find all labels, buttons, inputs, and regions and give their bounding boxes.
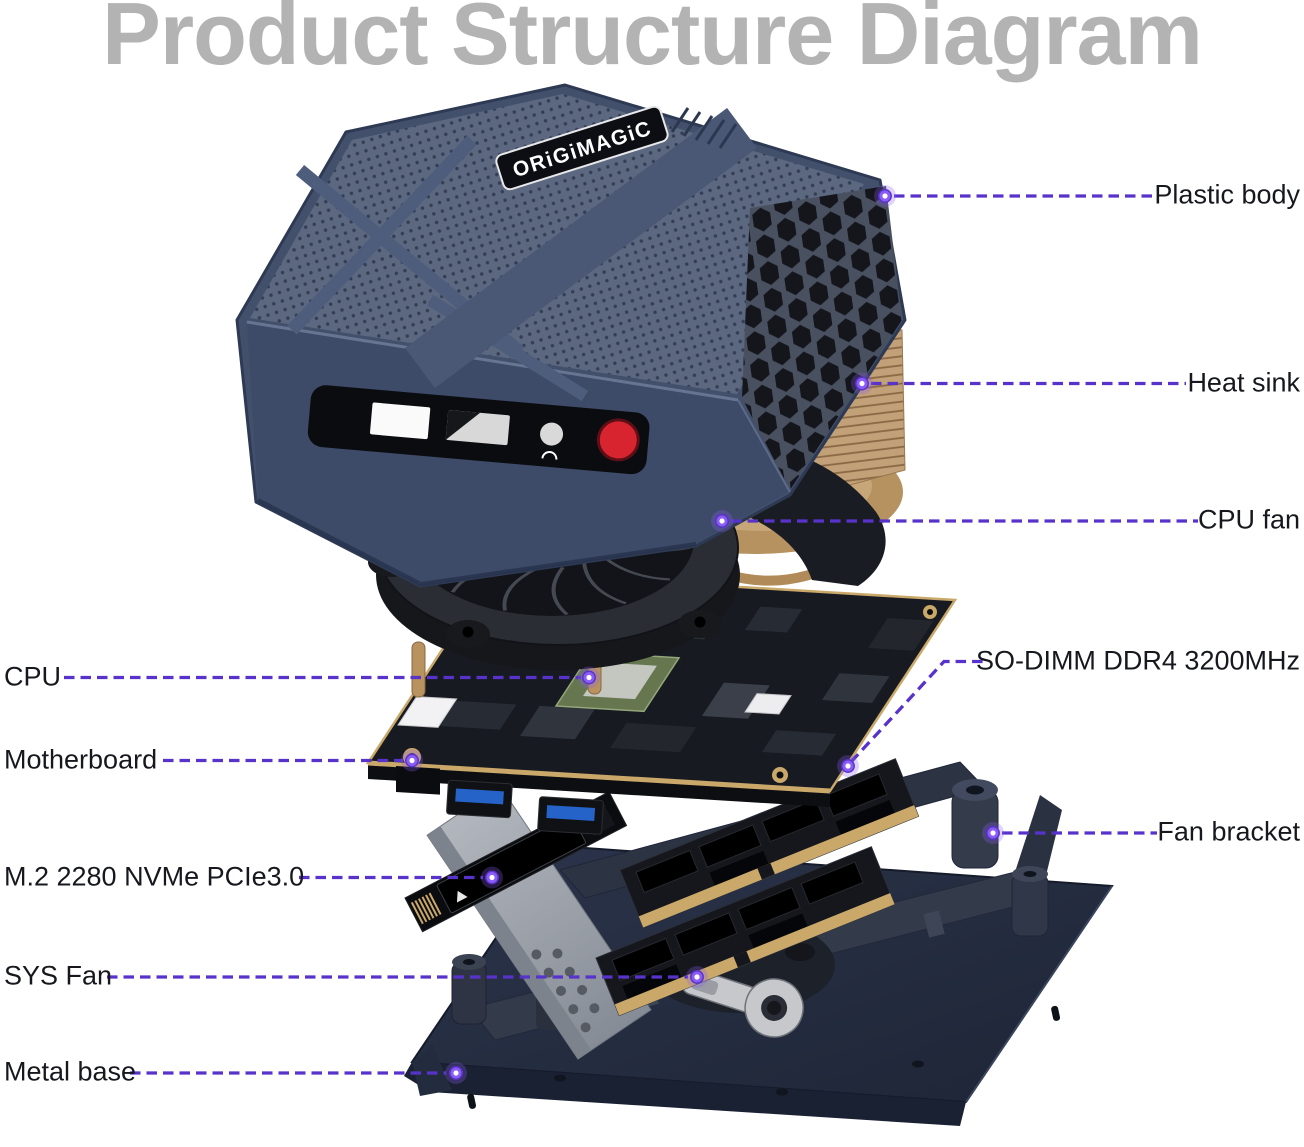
bracket-post [451, 954, 487, 1025]
plastic-body-illustration: ORiGiMAGiC [235, 83, 907, 588]
callout-label-motherboard: Motherboard [4, 744, 158, 775]
callout-dot-cpu-fan [711, 510, 733, 532]
callout-dot-sys-fan [686, 966, 708, 988]
callout-dot-metal-base [445, 1062, 467, 1084]
callout-dot-m2-ssd [481, 866, 503, 889]
bracket-post [951, 779, 999, 869]
callout-dot-cpu [578, 666, 600, 689]
leader-lines [64, 194, 1198, 1075]
callout-label-cpu: CPU [4, 661, 62, 692]
callout-dot-motherboard [401, 749, 423, 772]
motherboard-chips [440, 606, 934, 756]
callout-label-m2-ssd: M.2 2280 NVMe PCIe3.0 [4, 861, 305, 892]
callout-dot-plastic-body [874, 185, 896, 207]
callout-dots [401, 185, 1004, 1084]
usb-ports [446, 779, 604, 835]
audio-jack [540, 422, 564, 446]
callout-dot-so-dimm [837, 755, 859, 777]
callout-label-so-dimm: SO-DIMM DDR4 3200MHz [975, 645, 1300, 676]
port-cutout [370, 402, 431, 440]
page-title: Product Structure Diagram [102, 0, 1203, 83]
bracket-post [1011, 866, 1049, 937]
callout-label-sys-fan: SYS Fan [4, 960, 113, 991]
leader-so-dimm [849, 659, 986, 764]
ram-module [595, 846, 896, 1017]
ram-module [619, 758, 920, 929]
callout-label-plastic-body: Plastic body [1154, 179, 1300, 210]
callout-dot-heat-sink [851, 372, 873, 395]
front-port-strip [307, 385, 650, 475]
callout-label-metal-base: Metal base [4, 1056, 137, 1087]
callout-label-cpu-fan: CPU fan [1197, 504, 1300, 535]
headphone-icon [541, 451, 558, 460]
callout-label-fan-bracket: Fan bracket [1157, 816, 1300, 847]
power-button [596, 418, 640, 462]
callout-label-heat-sink: Heat sink [1187, 367, 1300, 398]
io-connector [397, 693, 792, 728]
callout-dot-fan-bracket [982, 822, 1004, 844]
